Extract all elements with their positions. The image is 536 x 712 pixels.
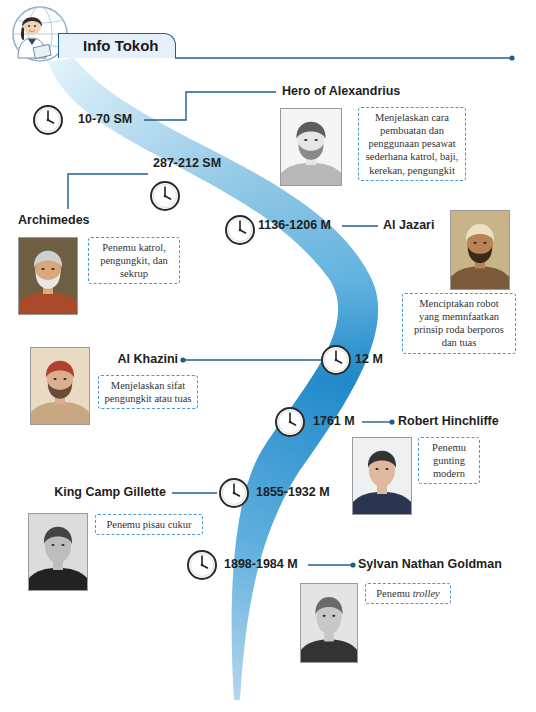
name-label: Al Jazari (383, 218, 434, 233)
description-text: Penemu gunting modern (424, 441, 474, 480)
description-text: Menjelaskan sifat pengungkit atau tuas (104, 379, 192, 405)
date-label: 1136-1206 M (258, 218, 331, 233)
date-label: 287-212 SM (153, 156, 221, 171)
date-label: 10-70 SM (78, 112, 132, 127)
description-text: Menjelaskan cara pembuatan dan penggunaa… (364, 111, 460, 177)
date-label: 1761 M (313, 414, 355, 429)
description-text: Penemu trolley (371, 587, 445, 600)
description-box: Penemu pisau cukur (95, 514, 203, 535)
description-box: Penemu katrol, pengungkit, dan sekrup (88, 237, 180, 284)
title-tab: Info Tokoh (58, 33, 176, 58)
name-label: Archimedes (18, 213, 90, 228)
description-box: Menjelaskan sifat pengungkit atau tuas (98, 375, 198, 409)
description-text: Penemu katrol, pengungkit, dan sekrup (94, 241, 174, 280)
date-label: 12 M (355, 352, 383, 367)
date-label: 1898-1984 M (224, 557, 298, 572)
description-text: Penemu pisau cukur (101, 518, 197, 531)
name-label: Hero of Alexandrius (282, 84, 400, 99)
description-box: Menciptakan robot yang memnfaatkan prins… (402, 293, 516, 354)
description-box: Penemu gunting modern (418, 437, 480, 484)
name-label: Sylvan Nathan Goldman (358, 557, 502, 572)
description-box: Menjelaskan cara pembuatan dan penggunaa… (358, 107, 466, 181)
date-label: 1855-1932 M (256, 485, 330, 500)
name-label: Al Khazini (118, 352, 178, 367)
name-label: Robert Hinchliffe (398, 414, 499, 429)
description-text: Menciptakan robot yang memnfaatkan prins… (408, 297, 510, 350)
description-box: Penemu trolley (365, 583, 451, 604)
name-label: King Camp Gillette (54, 485, 166, 500)
